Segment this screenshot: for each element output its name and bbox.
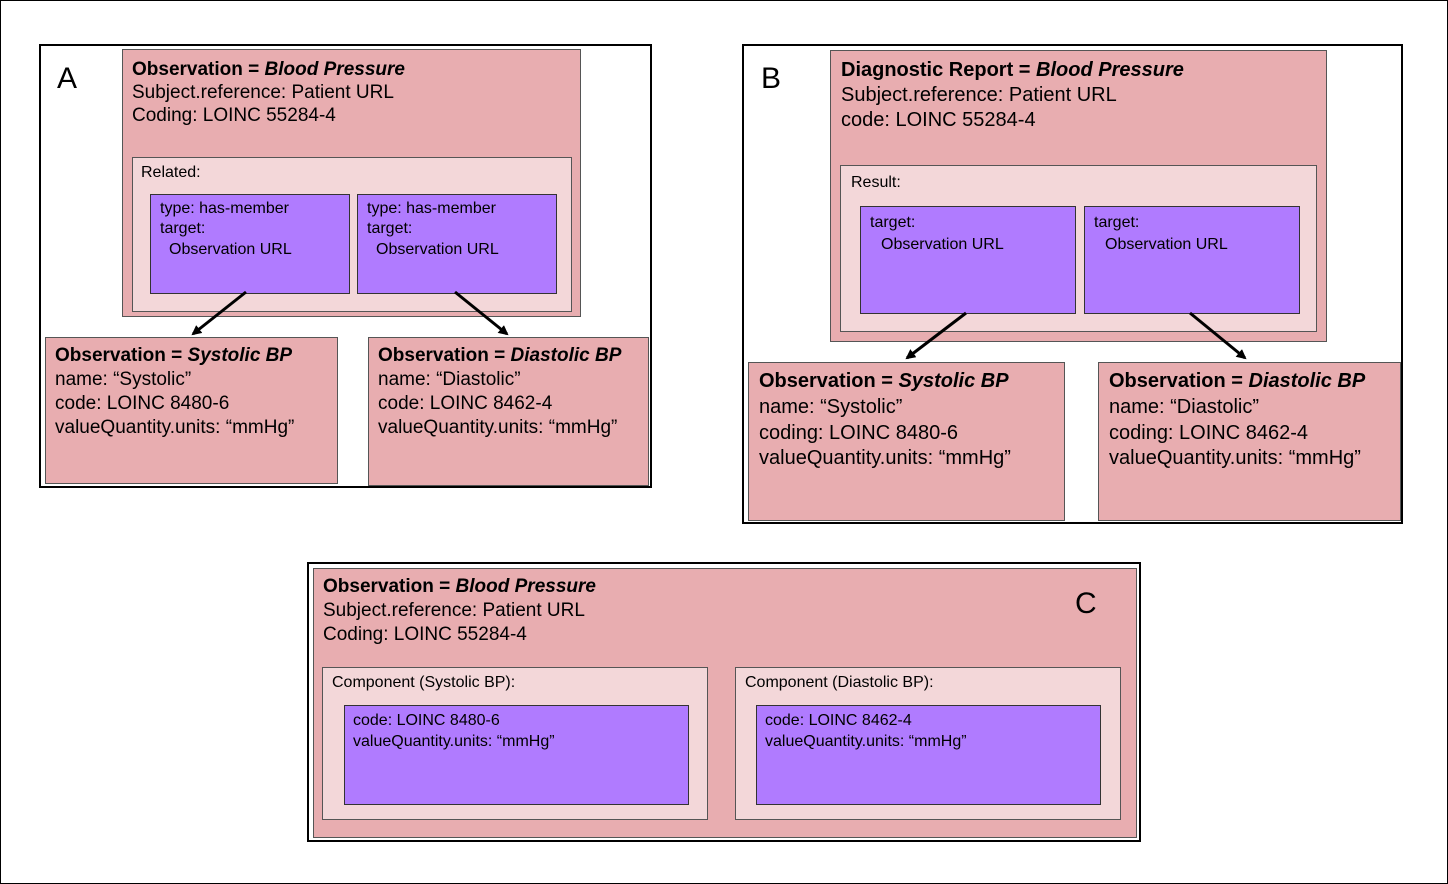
panel-a-member-1-type: type: has-member xyxy=(160,200,289,217)
panel-a-systolic-units: valueQuantity.units: “mmHg” xyxy=(55,417,295,438)
panel-c-main-title-emphasis: Blood Pressure xyxy=(455,576,596,597)
panel-b-target-1-label: target: xyxy=(870,214,916,231)
panel-c-main-subject: Subject.reference: Patient URL xyxy=(323,600,585,621)
panel-b-diastolic-coding: coding: LOINC 8462-4 xyxy=(1109,422,1309,444)
panel-b-main-title-prefix: Diagnostic Report = xyxy=(841,59,1037,81)
panel-a-related-section: Related: type: has-member target: Observ… xyxy=(132,157,572,312)
panel-b-systolic-name: name: “Systolic” xyxy=(759,396,903,418)
panel-a-systolic-title-prefix: Observation = xyxy=(55,345,188,366)
panel-b-main-code: code: LOINC 55284-4 xyxy=(841,109,1036,131)
panel-a-member-1: type: has-member target: Observation URL xyxy=(150,194,350,294)
panel-b-target-1: target: Observation URL xyxy=(860,206,1076,314)
panel-b-main-title-emphasis: Blood Pressure xyxy=(1036,59,1184,81)
panel-b-systolic-title-emphasis: Systolic BP xyxy=(898,370,1009,392)
panel-a-diastolic-code: code: LOINC 8462-4 xyxy=(378,393,553,414)
panel-b: B Diagnostic Report = Blood Pressure Sub… xyxy=(742,44,1403,524)
panel-a-blood-pressure-observation: Observation = Blood Pressure Subject.ref… xyxy=(122,49,581,317)
panel-c-main-title-prefix: Observation = xyxy=(323,576,456,597)
panel-c-component-systolic: Component (Systolic BP): code: LOINC 848… xyxy=(322,667,708,820)
panel-c-component-systolic-code: code: LOINC 8480-6 xyxy=(353,712,500,729)
panel-a-main-title-prefix: Observation = xyxy=(132,59,265,80)
panel-c-main-coding: Coding: LOINC 55284-4 xyxy=(323,624,527,645)
panel-a-main-coding: Coding: LOINC 55284-4 xyxy=(132,105,336,126)
panel-c-blood-pressure-observation: C Observation = Blood Pressure Subject.r… xyxy=(313,568,1137,838)
panel-c-component-systolic-label: Component (Systolic BP): xyxy=(332,674,516,691)
panel-a-related-label: Related: xyxy=(141,164,201,181)
panel-a-systolic-title: Observation = Systolic BP xyxy=(55,344,292,367)
panel-b-diastolic-observation: Observation = Diastolic BP name: “Diasto… xyxy=(1098,362,1401,521)
panel-b-result-label: Result: xyxy=(851,174,901,191)
panel-a-diastolic-title-emphasis: Diastolic BP xyxy=(510,345,622,366)
panel-b-target-2-url: Observation URL xyxy=(1105,236,1228,253)
panel-b-target-2-label: target: xyxy=(1094,214,1140,231)
panel-a-diastolic-title: Observation = Diastolic BP xyxy=(378,344,621,367)
panel-a-systolic-name: name: “Systolic” xyxy=(55,369,192,390)
panel-b-systolic-title: Observation = Systolic BP xyxy=(759,369,1009,394)
panel-c-main-title: Observation = Blood Pressure xyxy=(323,575,596,598)
panel-a-main-subject: Subject.reference: Patient URL xyxy=(132,82,394,103)
panel-b-systolic-observation: Observation = Systolic BP name: “Systoli… xyxy=(748,362,1065,521)
panel-b-systolic-title-prefix: Observation = xyxy=(759,370,899,392)
panel-b-diastolic-units: valueQuantity.units: “mmHg” xyxy=(1109,447,1361,469)
panel-c-letter: C xyxy=(1075,587,1097,620)
panel-a: A Observation = Blood Pressure Subject.r… xyxy=(39,44,652,488)
panel-c-component-systolic-units: valueQuantity.units: “mmHg” xyxy=(353,733,555,750)
panel-b-systolic-units: valueQuantity.units: “mmHg” xyxy=(759,447,1011,469)
panel-b-main-subject: Subject.reference: Patient URL xyxy=(841,84,1117,106)
panel-a-diastolic-observation: Observation = Diastolic BP name: “Diasto… xyxy=(368,337,649,486)
panel-a-member-2-target: target: xyxy=(367,220,413,237)
panel-b-target-1-url: Observation URL xyxy=(881,236,1004,253)
panel-b-diastolic-title: Observation = Diastolic BP xyxy=(1109,369,1365,394)
panel-a-systolic-observation: Observation = Systolic BP name: “Systoli… xyxy=(45,337,338,484)
panel-a-member-1-url: Observation URL xyxy=(169,241,292,258)
panel-a-main-title-emphasis: Blood Pressure xyxy=(264,59,405,80)
panel-c-component-diastolic-code: code: LOINC 8462-4 xyxy=(765,712,912,729)
panel-c-component-diastolic-units: valueQuantity.units: “mmHg” xyxy=(765,733,967,750)
panel-c-component-diastolic: Component (Diastolic BP): code: LOINC 84… xyxy=(735,667,1121,820)
panel-b-main-title: Diagnostic Report = Blood Pressure xyxy=(841,58,1184,83)
panel-b-diastolic-title-emphasis: Diastolic BP xyxy=(1248,370,1366,392)
panel-b-systolic-coding: coding: LOINC 8480-6 xyxy=(759,422,959,444)
panel-a-diastolic-title-prefix: Observation = xyxy=(378,345,511,366)
panel-a-systolic-code: code: LOINC 8480-6 xyxy=(55,393,230,414)
panel-c-component-diastolic-label: Component (Diastolic BP): xyxy=(745,674,934,691)
panel-b-diastolic-name: name: “Diastolic” xyxy=(1109,396,1260,418)
panel-c-component-systolic-values: code: LOINC 8480-6 valueQuantity.units: … xyxy=(344,705,689,805)
panel-a-member-2: type: has-member target: Observation URL xyxy=(357,194,557,294)
panel-a-member-2-url: Observation URL xyxy=(376,241,499,258)
panel-c-component-diastolic-values: code: LOINC 8462-4 valueQuantity.units: … xyxy=(756,705,1101,805)
panel-b-diagnostic-report: Diagnostic Report = Blood Pressure Subje… xyxy=(830,50,1327,342)
panel-c: C Observation = Blood Pressure Subject.r… xyxy=(307,562,1141,842)
panel-a-diastolic-units: valueQuantity.units: “mmHg” xyxy=(378,417,618,438)
panel-a-main-title: Observation = Blood Pressure xyxy=(132,58,405,81)
panel-b-letter: B xyxy=(761,62,782,95)
panel-a-letter: A xyxy=(57,62,78,95)
panel-b-diastolic-title-prefix: Observation = xyxy=(1109,370,1249,392)
panel-b-target-2: target: Observation URL xyxy=(1084,206,1300,314)
panel-a-member-2-type: type: has-member xyxy=(367,200,496,217)
panel-a-diastolic-name: name: “Diastolic” xyxy=(378,369,521,390)
panel-a-systolic-title-emphasis: Systolic BP xyxy=(187,345,293,366)
panel-b-result-section: Result: target: Observation URL target: … xyxy=(840,165,1317,332)
panel-a-member-1-target: target: xyxy=(160,220,206,237)
